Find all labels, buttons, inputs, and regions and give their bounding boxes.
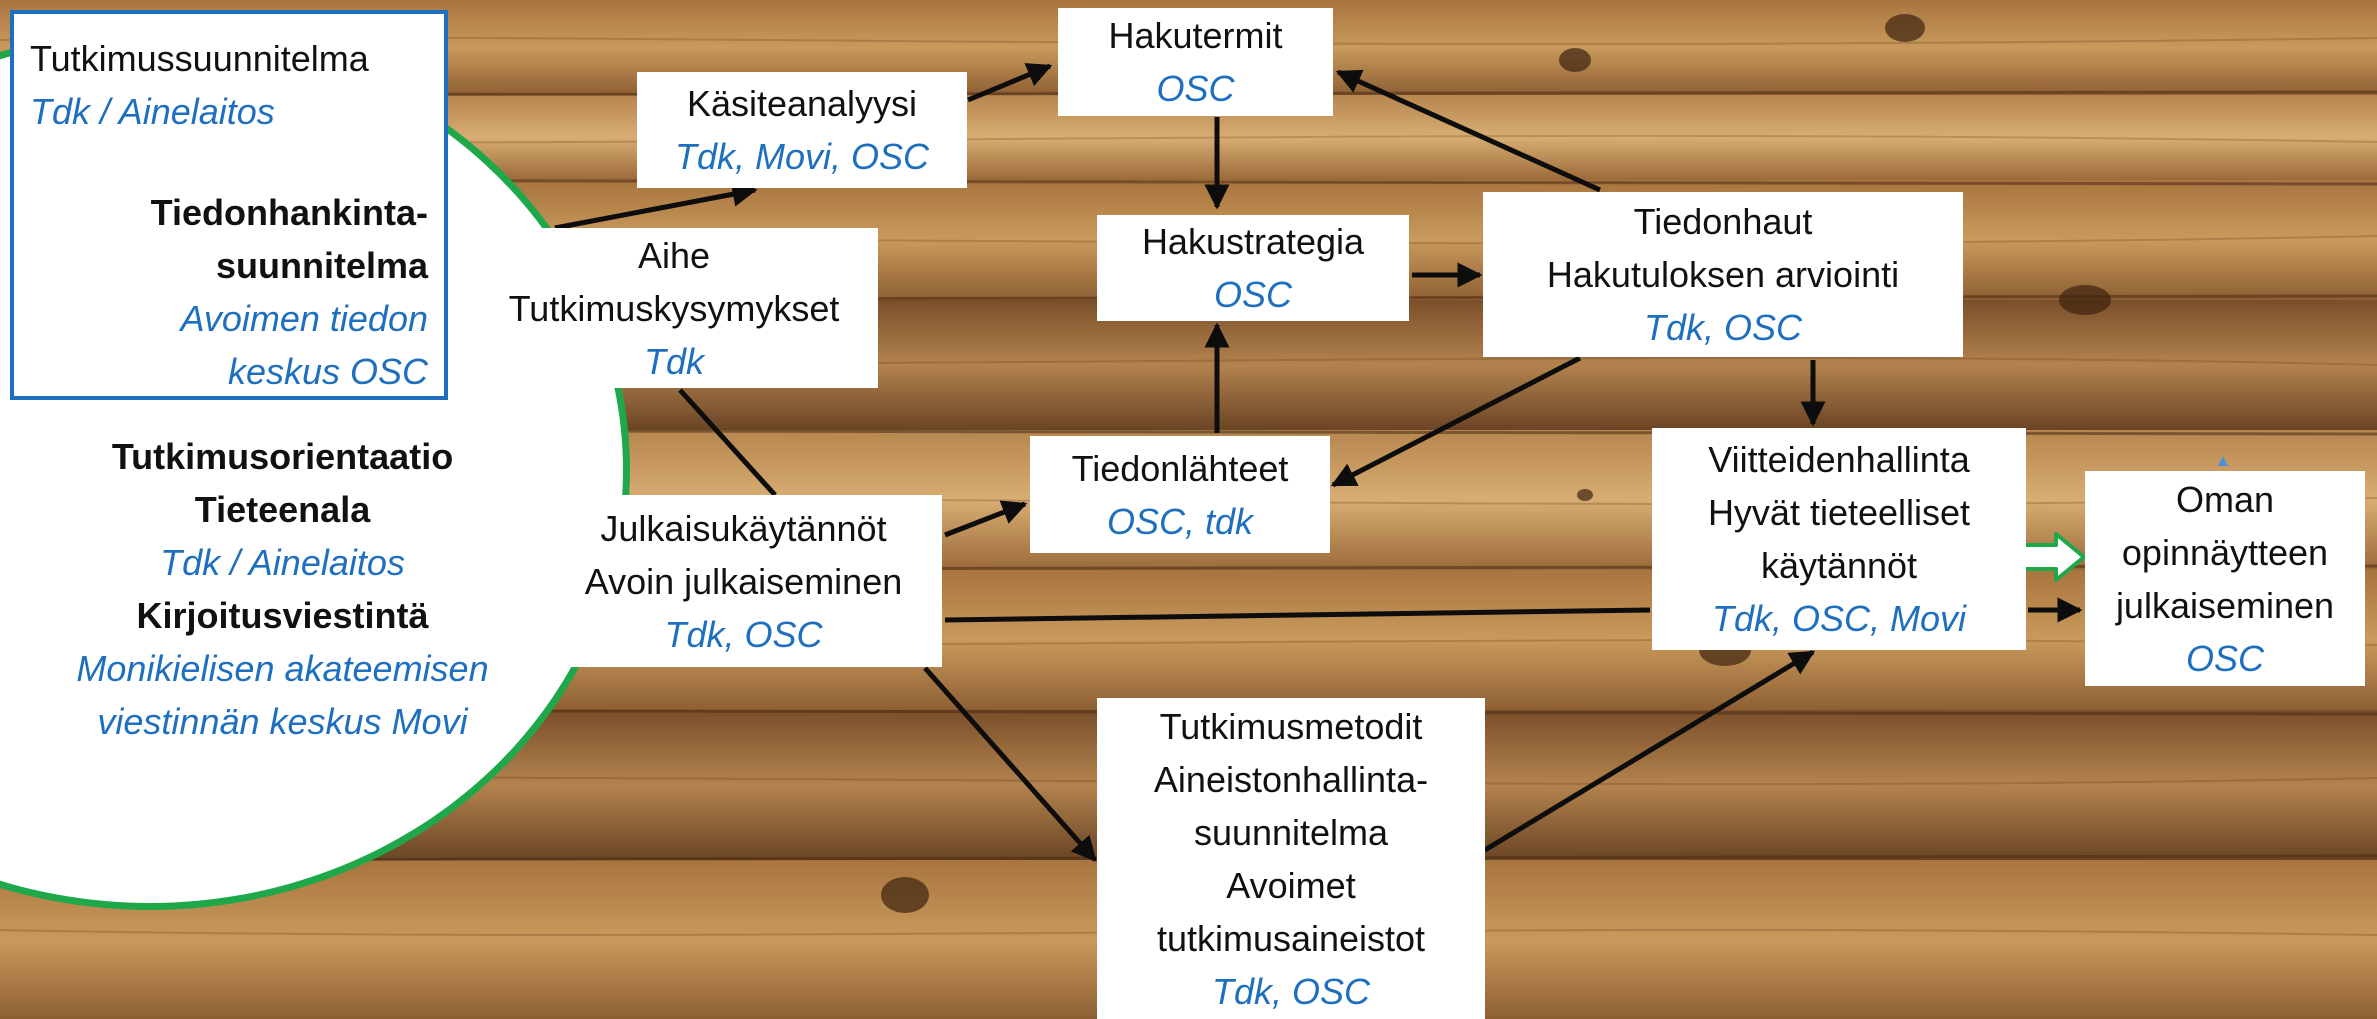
node-hakustrategia: Hakustrategia OSC <box>1097 215 1409 321</box>
node-viitteidenhallinta-line-2: Hyvät tieteelliset <box>1707 492 1971 533</box>
node-viitteidenhallinta-line-1: Viitteidenhallinta <box>1708 439 1970 480</box>
node-tiedonlahteet: Tiedonlähteet OSC, tdk <box>1030 436 1330 553</box>
node-aihe: Aihe Tutkimuskysymykset Tdk <box>470 228 878 388</box>
ellipse-owner-2-line-2: viestinnän keskus Movi <box>97 701 468 742</box>
node-tutkimusmetodit: Tutkimusmetodit Aineistonhallinta- suunn… <box>1097 698 1485 1019</box>
node-tutkimusmetodit-line-3: suunnitelma <box>1193 811 1389 853</box>
node-oman-line-2: opinnäytteen <box>2121 531 2329 573</box>
ellipse-line-2: Tieteenala <box>194 489 371 530</box>
node-tiedonhaut-owner: Tdk, OSC <box>1643 307 1803 348</box>
ellipse-owner-1: Tdk / Ainelaitos <box>160 542 405 583</box>
node-tutkimusmetodit-line-4: Avoimet <box>1226 864 1356 906</box>
node-aihe-line-2: Tutkimuskysymykset <box>508 287 840 329</box>
node-kasiteanalyysi: Käsiteanalyysi Tdk, Movi, OSC <box>637 72 967 188</box>
info-plan-line-1: Tiedonhankinta- <box>150 192 428 233</box>
research-orientation-text: Tutkimusorientaatio Tieteenala Tdk / Ain… <box>0 430 565 748</box>
node-tutkimusmetodit-line-5: tutkimusaineistot <box>1156 917 1426 959</box>
node-tutkimusmetodit-owner: Tdk, OSC <box>1211 970 1371 1012</box>
node-julkaisukaytannot-line-1: Julkaisukäytännöt <box>600 507 887 549</box>
node-kasiteanalyysi-label: Käsiteanalyysi <box>686 83 918 124</box>
ellipse-line-1: Tutkimusorientaatio <box>111 436 454 477</box>
node-kasiteanalyysi-owner: Tdk, Movi, OSC <box>674 136 930 177</box>
node-viitteidenhallinta-line-3: käytännöt <box>1760 545 1918 586</box>
small-triangle-marker-icon <box>2218 456 2228 466</box>
node-hakustrategia-owner: OSC <box>1213 274 1292 315</box>
green-block-arrow-icon <box>2019 532 2086 582</box>
node-tiedonlahteet-label: Tiedonlähteet <box>1071 447 1289 489</box>
node-tiedonlahteet-owner: OSC, tdk <box>1106 500 1254 542</box>
plan-box-title-owner: Tdk / Ainelaitos <box>30 91 275 132</box>
node-tiedonhaut-line-1: Tiedonhaut <box>1633 201 1813 242</box>
info-plan-line-2: suunnitelma <box>215 245 428 286</box>
node-tutkimusmetodit-line-1: Tutkimusmetodit <box>1159 705 1423 747</box>
node-julkaisukaytannot: Julkaisukäytännöt Avoin julkaiseminen Td… <box>545 495 942 667</box>
node-oman-line-1: Oman <box>2175 478 2275 520</box>
ellipse-owner-2-line-1: Monikielisen akateemisen <box>76 648 489 689</box>
info-plan-owner-line-2: keskus OSC <box>227 351 428 392</box>
node-viitteidenhallinta-owner: Tdk, OSC, Movi <box>1711 598 1967 639</box>
node-tiedonhaut-line-2: Hakutuloksen arviointi <box>1546 254 1900 295</box>
plan-box-title: Tutkimussuunnitelma <box>30 38 369 79</box>
node-viitteidenhallinta: Viitteidenhallinta Hyvät tieteelliset kä… <box>1652 428 2026 650</box>
node-aihe-owner: Tdk <box>643 340 704 382</box>
research-plan-box: Tutkimussuunnitelma Tdk / Ainelaitos Tie… <box>10 10 448 400</box>
node-oman-owner: OSC <box>2185 637 2264 679</box>
node-hakutermit-owner: OSC <box>1156 68 1235 109</box>
node-oman-line-3: julkaiseminen <box>2115 584 2335 626</box>
ellipse-line-3: Kirjoitusviestintä <box>136 595 429 636</box>
node-tiedonhaut: Tiedonhaut Hakutuloksen arviointi Tdk, O… <box>1483 192 1963 357</box>
node-julkaisukaytannot-owner: Tdk, OSC <box>664 613 823 655</box>
node-aihe-line-1: Aihe <box>637 234 711 276</box>
node-julkaisukaytannot-line-2: Avoin julkaiseminen <box>584 560 903 602</box>
info-plan-owner-line-1: Avoimen tiedon <box>180 298 429 339</box>
node-oman-opinnaytteen-julkaiseminen: Oman opinnäytteen julkaiseminen OSC <box>2085 471 2365 686</box>
node-tutkimusmetodit-line-2: Aineistonhallinta- <box>1153 758 1429 800</box>
node-hakustrategia-label: Hakustrategia <box>1141 221 1365 262</box>
node-hakutermit: Hakutermit OSC <box>1058 8 1333 116</box>
node-hakutermit-label: Hakutermit <box>1108 15 1283 56</box>
